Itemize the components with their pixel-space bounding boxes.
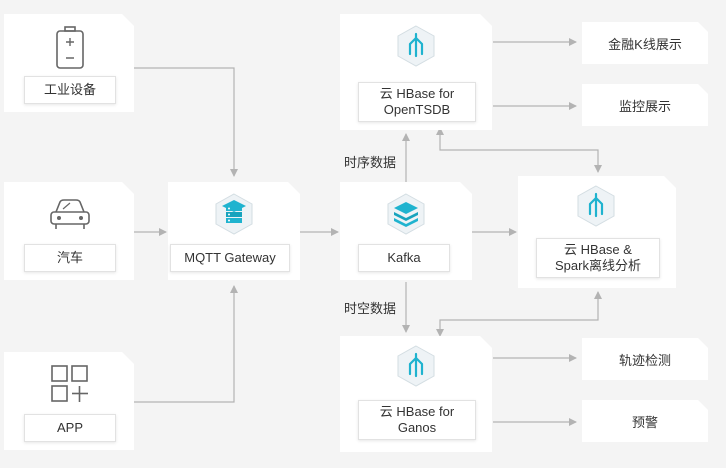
hbase-opentsdb-line1: 云 HBase for: [379, 86, 455, 101]
hbase-opentsdb-line2: OpenTSDB: [383, 102, 451, 117]
hbase-opentsdb-label: 云 HBase for OpenTSDB: [358, 82, 476, 122]
edge-opentsdb-spark: [436, 127, 602, 173]
hbase-opentsdb-card: 云 HBase for OpenTSDB: [340, 14, 492, 130]
app-label: APP: [24, 414, 116, 442]
car-card: 汽车: [4, 182, 134, 280]
output-alert: 预警: [582, 400, 708, 442]
hbase-ganos-line2: Ganos: [397, 420, 437, 435]
mqtt-gateway-card: MQTT Gateway: [168, 182, 300, 280]
hbase-logo-icon: [394, 344, 438, 388]
server-stack-icon: [212, 192, 256, 236]
hbase-spark-card: 云 HBase & Spark离线分析: [518, 176, 676, 288]
kafka-label: Kafka: [358, 244, 450, 272]
hbase-logo-icon: [394, 24, 438, 68]
output-monitor: 监控展示: [582, 84, 708, 126]
hbase-ganos-card: 云 HBase for Ganos: [340, 336, 492, 452]
edge-label-spatiotemporal: 时空数据: [344, 301, 397, 316]
hbase-spark-line2: Spark离线分析: [555, 258, 641, 273]
edge-industrial-mqtt: [134, 67, 238, 177]
hbase-spark-line1: 云 HBase &: [564, 242, 632, 257]
car-icon: [48, 196, 92, 232]
edge-ganos-spark: [436, 291, 602, 337]
hbase-ganos-line1: 云 HBase for: [379, 404, 455, 419]
car-label: 汽车: [24, 244, 116, 272]
hbase-logo-icon: [574, 184, 618, 228]
hbase-ganos-label: 云 HBase for Ganos: [358, 400, 476, 440]
output-track: 轨迹检测: [582, 338, 708, 380]
edge-app-mqtt: [134, 285, 238, 403]
layers-icon: [384, 192, 428, 236]
output-kline: 金融K线展示: [582, 22, 708, 64]
hbase-spark-label: 云 HBase & Spark离线分析: [536, 238, 660, 278]
battery-icon: [55, 26, 85, 70]
app-grid-icon: [50, 364, 90, 404]
industrial-device-label: 工业设备: [24, 76, 116, 104]
kafka-card: Kafka: [340, 182, 472, 280]
industrial-device-card: 工业设备: [4, 14, 134, 112]
mqtt-gateway-label: MQTT Gateway: [170, 244, 290, 272]
edge-label-timeseries: 时序数据: [344, 155, 397, 170]
app-card: APP: [4, 352, 134, 450]
